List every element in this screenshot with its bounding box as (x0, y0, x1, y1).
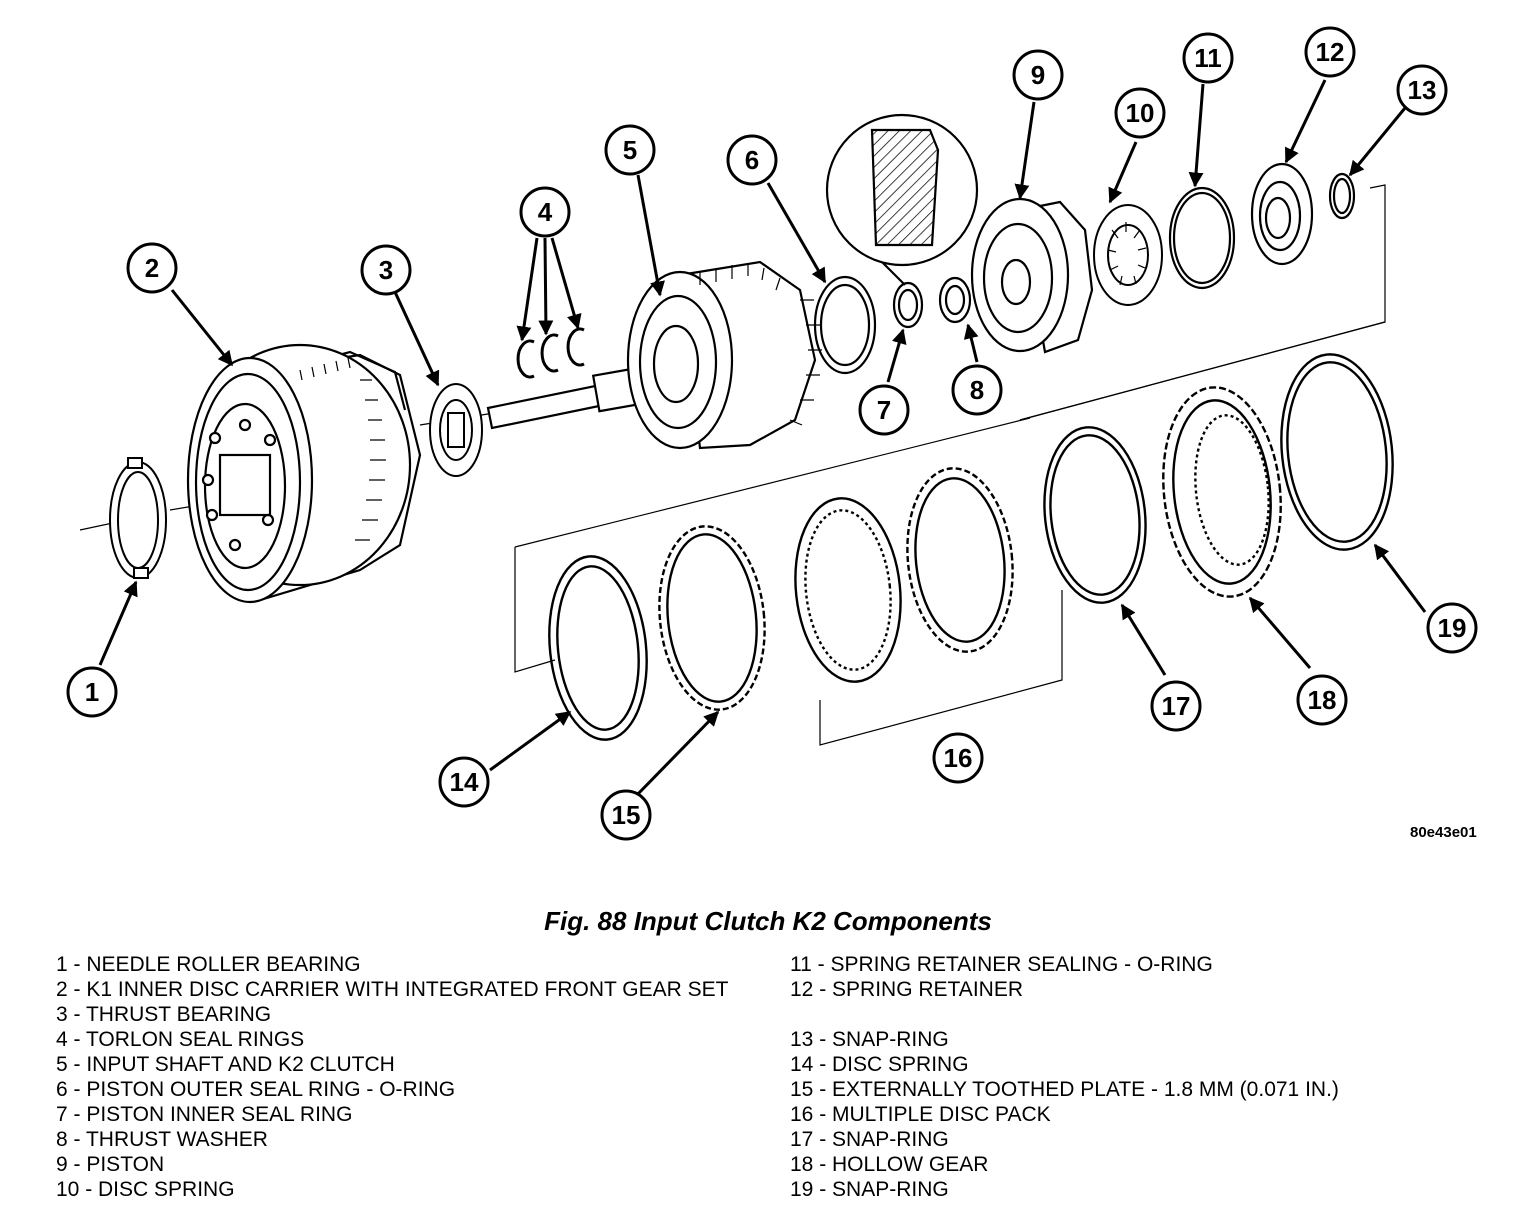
legend-item-16: 16 - MULTIPLE DISC PACK (790, 1103, 1051, 1126)
svg-text:19: 19 (1438, 613, 1467, 643)
legend-item-19: 19 - SNAP-RING (790, 1178, 949, 1201)
legend-item-14: 14 - DISC SPRING (790, 1053, 969, 1076)
legend-left-column: 1 - NEEDLE ROLLER BEARING 2 - K1 INNER D… (56, 952, 746, 1202)
part-18-hollow-gear (1162, 386, 1282, 598)
leader-arrows (98, 79, 1427, 798)
legend-item-7: 7 - PISTON INNER SEAL RING (56, 1103, 353, 1126)
legend-item-6: 6 - PISTON OUTER SEAL RING - O-RING (56, 1078, 456, 1101)
svg-text:9: 9 (1031, 60, 1045, 90)
part-2-disc-carrier (186, 343, 422, 604)
callout-10: 10 (1114, 87, 1166, 139)
part-6-piston-outer-seal-ring (813, 275, 877, 375)
legend-item-8: 8 - THRUST WASHER (56, 1128, 268, 1151)
svg-text:8: 8 (970, 375, 984, 405)
part-14-disc-spring (548, 555, 648, 741)
callout-14: 14 (438, 756, 490, 808)
svg-text:3: 3 (379, 255, 393, 285)
seal-detail-inset (825, 113, 979, 286)
part-13-snap-ring (1328, 172, 1356, 220)
part-19-snap-ring (1280, 353, 1394, 551)
legend-right-column: 11 - SPRING RETAINER SEALING - O-RING 12… (790, 952, 1510, 1202)
callout-4: 4 (519, 186, 571, 238)
part-11-spring-retainer-o-ring (1168, 186, 1236, 290)
callout-11: 11 (1182, 32, 1234, 84)
figure-code: 80e43e01 (1410, 824, 1477, 841)
legend-item-17: 17 - SNAP-RING (790, 1128, 949, 1151)
legend-item-5: 5 - INPUT SHAFT AND K2 CLUTCH (56, 1053, 395, 1076)
callout-8: 8 (951, 364, 1003, 416)
part-10-disc-spring (1093, 204, 1163, 306)
legend-item-1: 1 - NEEDLE ROLLER BEARING (56, 953, 361, 976)
svg-text:10: 10 (1126, 98, 1155, 128)
callout-12: 12 (1304, 26, 1356, 78)
callout-15: 15 (600, 789, 652, 841)
callout-2: 2 (126, 242, 178, 294)
callout-1: 1 (66, 666, 118, 718)
legend-item-3: 3 - THRUST BEARING (56, 1003, 272, 1026)
callout-13: 13 (1396, 64, 1448, 116)
part-15-externally-toothed-plate (658, 525, 766, 711)
figure-title: Fig. 88 Input Clutch K2 Components (544, 906, 992, 936)
callout-9: 9 (1012, 49, 1064, 101)
legend-item-10: 10 - DISC SPRING (56, 1178, 235, 1201)
exploded-parts-diagram: 1 2 3 4 5 6 7 8 9 10 11 12 (66, 26, 1478, 841)
legend-item-18: 18 - HOLLOW GEAR (790, 1153, 989, 1176)
callout-3: 3 (360, 244, 412, 296)
svg-text:12: 12 (1316, 37, 1345, 67)
legend-item-13: 13 - SNAP-RING (790, 1028, 949, 1051)
legend-item-2: 2 - K1 INNER DISC CARRIER WITH INTEGRATE… (56, 978, 729, 1001)
part-16-multiple-disc-pack (794, 467, 1014, 683)
svg-text:16: 16 (944, 743, 973, 773)
callout-5: 5 (604, 124, 656, 176)
svg-text:13: 13 (1408, 75, 1437, 105)
legend-item-9: 9 - PISTON (56, 1153, 165, 1176)
part-3-thrust-bearing (429, 383, 483, 477)
legend-item-12: 12 - SPRING RETAINER (790, 978, 1023, 1001)
callout-6: 6 (726, 134, 778, 186)
part-9-piston (970, 197, 1094, 354)
centerline (79, 184, 1386, 746)
part-7-piston-inner-seal-ring (892, 281, 924, 329)
part-5-input-shaft-k2-clutch (486, 260, 822, 450)
part-12-spring-retainer (1250, 162, 1314, 266)
svg-text:14: 14 (450, 767, 479, 797)
legend-spacer (790, 1002, 1510, 1027)
svg-text:4: 4 (538, 197, 553, 227)
callout-7: 7 (858, 384, 910, 436)
callout-16: 16 (932, 732, 984, 784)
part-8-thrust-washer (938, 276, 972, 324)
callout-18: 18 (1296, 674, 1348, 726)
svg-text:6: 6 (745, 145, 759, 175)
svg-text:18: 18 (1308, 685, 1337, 715)
callout-19: 19 (1426, 602, 1478, 654)
legend-item-11: 11 - SPRING RETAINER SEALING - O-RING (790, 953, 1213, 976)
svg-text:2: 2 (145, 253, 159, 283)
svg-text:17: 17 (1162, 691, 1191, 721)
svg-text:11: 11 (1194, 43, 1222, 73)
legend-item-4: 4 - TORLON SEAL RINGS (56, 1028, 305, 1051)
part-4-torlon-seal-rings (516, 327, 585, 379)
callout-17: 17 (1150, 680, 1202, 732)
svg-text:15: 15 (612, 800, 641, 830)
svg-text:5: 5 (623, 135, 637, 165)
part-1-needle-roller-bearing (109, 457, 167, 579)
legend-item-15: 15 - EXTERNALLY TOOTHED PLATE - 1.8 MM (… (790, 1078, 1339, 1101)
svg-text:1: 1 (85, 677, 99, 707)
svg-text:7: 7 (877, 395, 891, 425)
part-17-snap-ring (1043, 426, 1147, 604)
